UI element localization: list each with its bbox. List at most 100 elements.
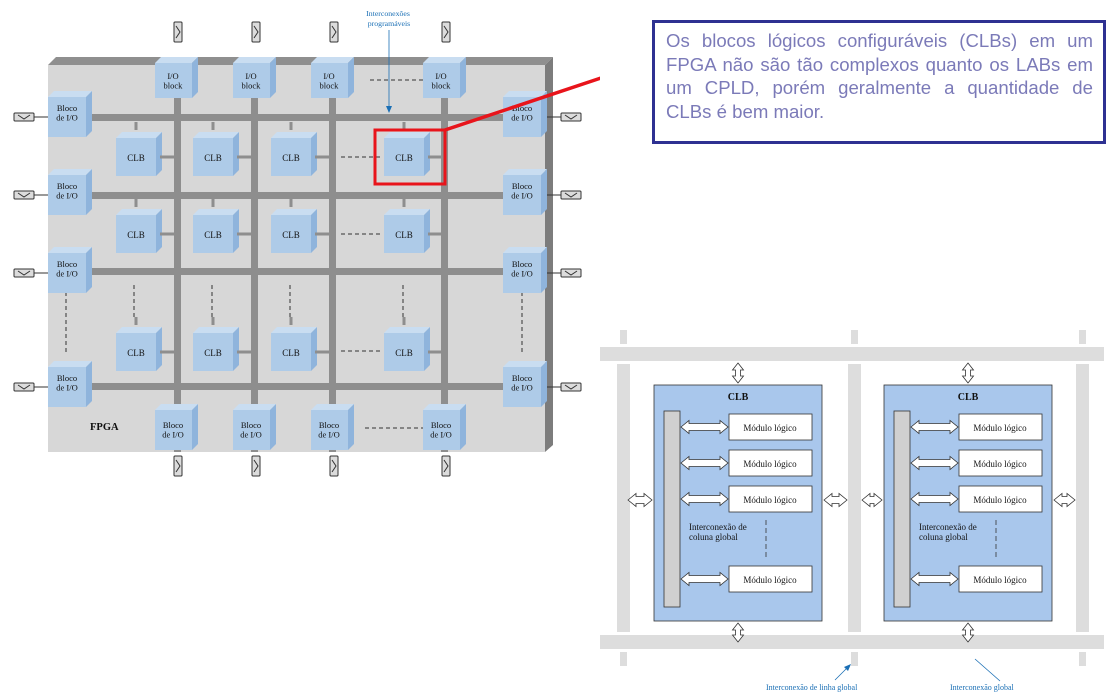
vertical-link-arrow — [731, 622, 745, 643]
global-interconnect-pointer — [974, 658, 1001, 682]
fpga-label: FPGA — [90, 422, 119, 433]
column-interconnect-bar — [893, 410, 911, 608]
row-interconnect-pointer — [834, 666, 849, 681]
module-arrow — [680, 571, 729, 587]
io-pin-bottom — [173, 455, 183, 477]
logic-module — [728, 485, 813, 513]
callout-box: Os blocos lógicos configuráveis (CLBs) e… — [652, 20, 1106, 144]
logic-module — [728, 565, 813, 593]
io-pin-top — [251, 21, 261, 43]
module-arrow — [910, 455, 959, 471]
global-row-interconnect-bottom — [600, 635, 1104, 649]
fpga-clb: CLB — [116, 199, 174, 253]
global-column-interconnect — [617, 364, 630, 632]
clb-label: CLB — [282, 348, 300, 358]
io-pins — [13, 21, 582, 477]
fpga-clb: CLB — [193, 122, 251, 176]
logic-module-label: Módulo lógico — [973, 423, 1027, 433]
global-row-interconnect-top — [600, 347, 1104, 361]
logic-module — [958, 413, 1043, 441]
logic-module-label: Módulo lógico — [973, 495, 1027, 505]
logic-module — [728, 413, 813, 441]
module-arrow — [910, 419, 959, 435]
global-column-interconnect — [1076, 364, 1089, 632]
fpga-clb: CLB — [384, 317, 442, 371]
io-pin-left — [13, 382, 35, 392]
fpga-clb: CLB — [271, 199, 329, 253]
fpga-clb: CLB — [384, 199, 442, 253]
fpga-clb: CLB — [116, 122, 174, 176]
interconnect-grid — [90, 65, 545, 452]
logic-module-label: Módulo lógico — [743, 495, 797, 505]
clb-label: CLB — [282, 230, 300, 240]
vertical-link-arrow — [961, 622, 975, 643]
io-pin-right — [560, 112, 582, 122]
callout-text: Os blocos lógicos configuráveis (CLBs) e… — [666, 30, 1093, 122]
vertical-link-arrow — [731, 362, 745, 384]
fpga-clb: CLB — [271, 317, 329, 371]
logic-module — [958, 565, 1043, 593]
fpga-clb: CLB — [384, 122, 442, 176]
clb-label: CLB — [204, 153, 222, 163]
fpga-clb: CLB — [116, 317, 174, 371]
horizontal-link-arrow — [861, 492, 883, 508]
clb-label: CLB — [127, 153, 145, 163]
fpga-clb: CLB — [193, 317, 251, 371]
fpga-board-side-face — [545, 57, 553, 452]
logic-module — [958, 449, 1043, 477]
io-pin-right — [560, 268, 582, 278]
logic-module-label: Módulo lógico — [743, 459, 797, 469]
clb-title: CLB — [728, 392, 749, 403]
horizontal-link-arrow — [627, 492, 653, 508]
clb-label: CLB — [127, 230, 145, 240]
logic-module-label: Módulo lógico — [973, 459, 1027, 469]
logic-module — [958, 485, 1043, 513]
clb-highlight-box — [373, 128, 447, 186]
clb-title: CLB — [958, 392, 979, 403]
logic-module — [728, 449, 813, 477]
clb-label: CLB — [282, 153, 300, 163]
module-arrow — [680, 455, 729, 471]
logic-module-label: Módulo lógico — [973, 575, 1027, 585]
global-column-interconnect — [848, 364, 861, 632]
fpga-clb: CLB — [193, 199, 251, 253]
module-arrow — [680, 419, 729, 435]
clb-label: CLB — [395, 348, 413, 358]
io-pin-right — [560, 382, 582, 392]
io-pin-top — [173, 21, 183, 43]
clb-label: CLB — [395, 153, 413, 163]
io-pin-left — [13, 268, 35, 278]
clb-label: CLB — [204, 348, 222, 358]
fpga-board-top-face — [48, 57, 553, 65]
